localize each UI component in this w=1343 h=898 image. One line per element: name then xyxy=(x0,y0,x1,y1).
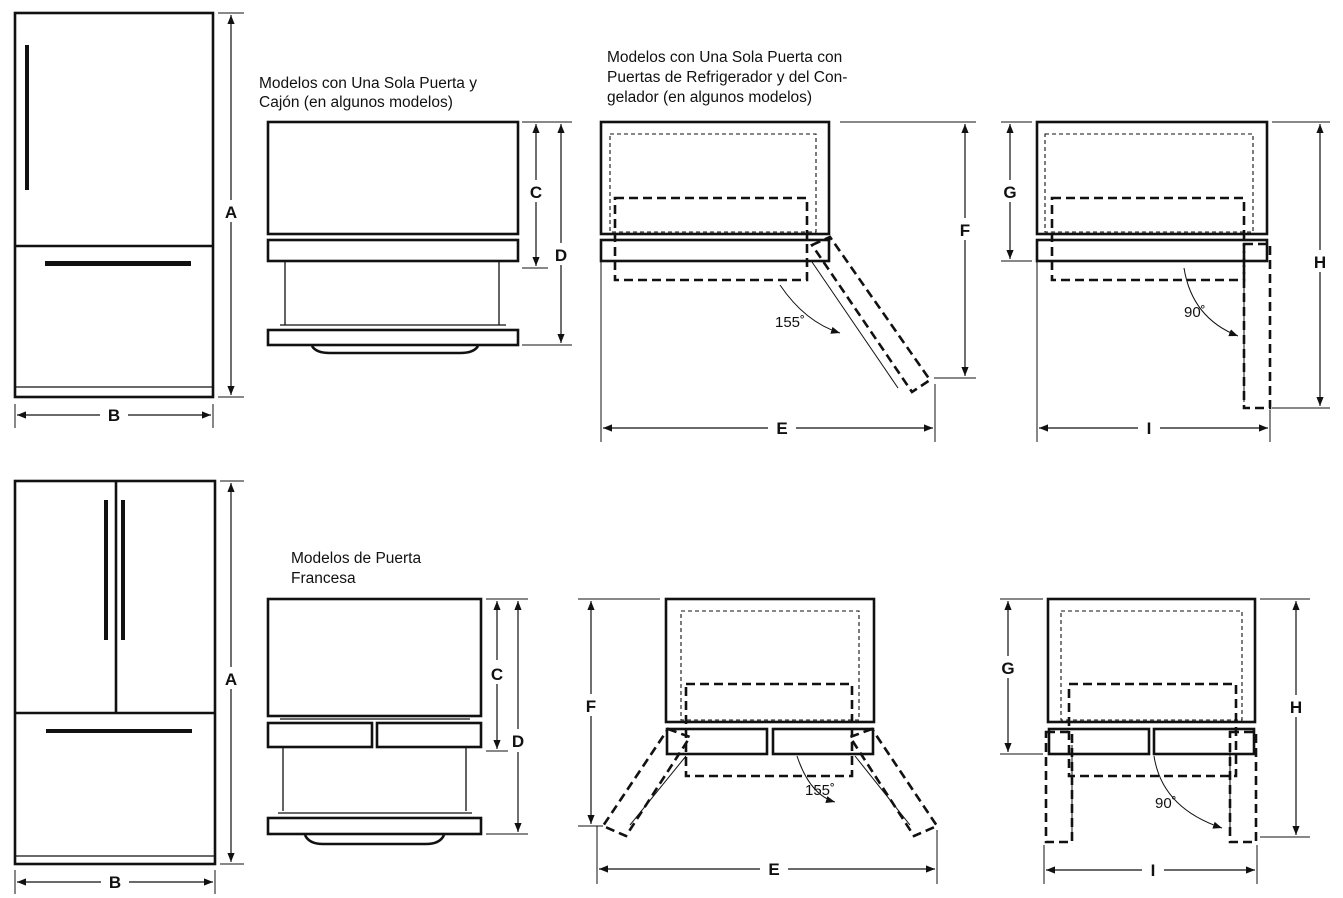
top-view-french-doors-155: 155˚ xyxy=(601,597,939,838)
dimension-h-top: H xyxy=(1272,121,1330,409)
left-door-handle xyxy=(104,500,108,640)
dimension-e-top: E xyxy=(600,262,936,442)
label-e-bottom: E xyxy=(768,860,779,879)
caption-french-models: Modelos de Puerta Francesa xyxy=(291,550,425,587)
dimension-c-top: C xyxy=(522,121,548,269)
dimension-a-top: A xyxy=(218,12,244,398)
label-f-bottom: F xyxy=(586,697,596,716)
front-view-french-door xyxy=(13,479,217,866)
label-d-bottom: D xyxy=(512,732,524,751)
dimension-e-bottom: E xyxy=(596,826,938,884)
label-c-bottom: C xyxy=(491,665,503,684)
label-b: B xyxy=(108,406,120,425)
dimension-b-bottom: B xyxy=(14,870,216,894)
label-e: E xyxy=(776,419,787,438)
dimension-g-top: G xyxy=(1001,121,1032,262)
label-i-bottom: I xyxy=(1151,861,1156,880)
label-h: H xyxy=(1314,253,1326,272)
caption-drawer-models: Modelos con Una Sola Puerta y Cajón (en … xyxy=(259,75,481,111)
dimension-i-bottom: I xyxy=(1043,845,1258,884)
fridge-handle xyxy=(25,45,29,190)
top-view-door-155: 155˚ xyxy=(599,120,932,394)
angle-155-top: 155˚ xyxy=(775,314,805,331)
label-h-bottom: H xyxy=(1290,698,1302,717)
angle-90-top: 90˚ xyxy=(1184,304,1206,321)
dimension-b-top: B xyxy=(14,404,214,428)
right-door-handle xyxy=(121,500,125,640)
label-g-bottom: G xyxy=(1001,659,1014,678)
label-i: I xyxy=(1147,419,1152,438)
freezer-handle xyxy=(45,261,191,266)
label-a: A xyxy=(225,203,237,222)
dimension-f-bottom: F xyxy=(578,598,660,827)
top-view-drawer-open xyxy=(266,120,520,355)
dimension-g-bottom: G xyxy=(1000,598,1043,755)
label-b-bottom: B xyxy=(109,873,121,892)
label-g: G xyxy=(1003,183,1016,202)
top-view-french-doors-90: 90˚ xyxy=(1044,597,1258,844)
angle-90-bottom: 90˚ xyxy=(1155,795,1177,812)
front-view-bottom-freezer xyxy=(13,11,215,399)
dimension-h-bottom: H xyxy=(1260,598,1310,838)
top-view-french-drawer-open xyxy=(266,597,483,846)
freezer-handle-french xyxy=(46,729,192,733)
dimension-f-top: F xyxy=(840,121,976,379)
dimension-i-top: I xyxy=(1036,262,1271,442)
label-a-bottom: A xyxy=(225,670,237,689)
label-c: C xyxy=(530,183,542,202)
label-f: F xyxy=(960,221,970,240)
dimension-d-bottom: D xyxy=(486,598,528,835)
angle-155-bottom: 155˚ xyxy=(805,782,835,799)
dimension-a-bottom: A xyxy=(220,480,244,865)
top-view-door-90: 90˚ xyxy=(1035,120,1272,410)
label-d: D xyxy=(555,246,567,265)
dimension-c-bottom: C xyxy=(486,598,508,752)
dimension-d-top: D xyxy=(522,121,572,346)
caption-door-models: Modelos con Una Sola Puerta con Puertas … xyxy=(607,49,852,106)
